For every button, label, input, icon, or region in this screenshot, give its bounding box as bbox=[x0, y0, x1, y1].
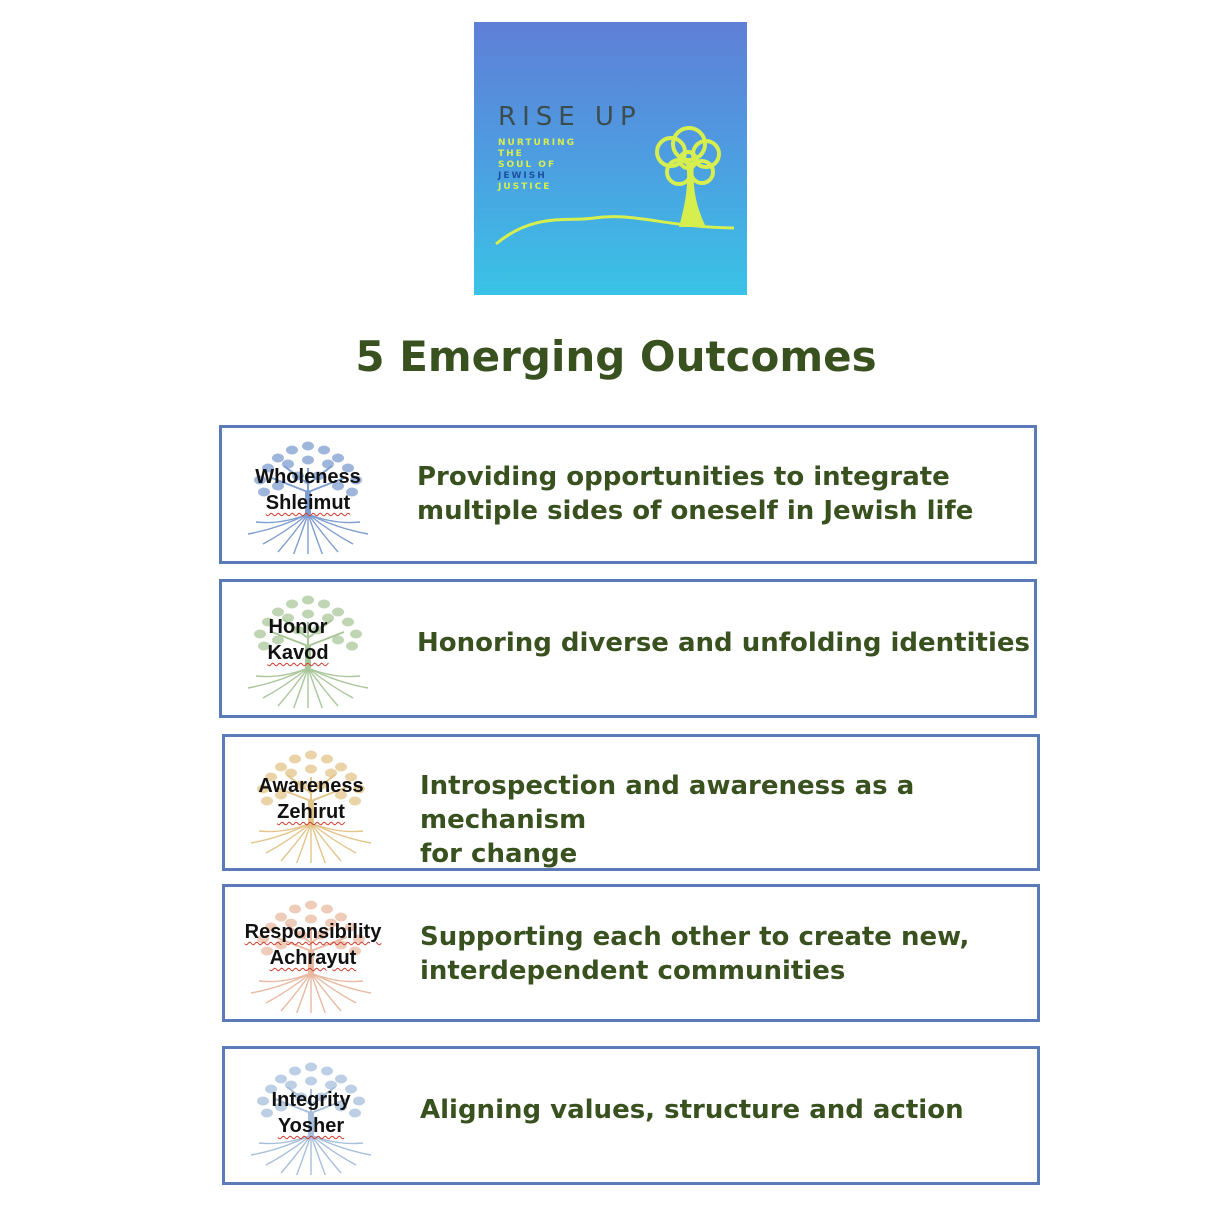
tree-roots-icon bbox=[231, 1053, 391, 1179]
tree-roots-icon bbox=[228, 586, 388, 712]
outcome-description: Providing opportunities to integrate mul… bbox=[417, 462, 974, 526]
value-english: Responsibility bbox=[244, 921, 382, 943]
tree-logo-icon bbox=[495, 126, 735, 246]
cover-subtitle: NURTURING THE SOUL OF JEWISH JUSTICE bbox=[498, 138, 577, 192]
value-hebrew: Zehirut bbox=[277, 801, 345, 823]
tree-roots-icon bbox=[231, 891, 391, 1017]
value-hebrew: Kavod bbox=[267, 642, 329, 664]
rise-up-cover-image: RISE UP NURTURING THE SOUL OF JEWISH JUS… bbox=[474, 22, 747, 295]
tree-roots-icon bbox=[228, 432, 388, 558]
value-hebrew: Achrayut bbox=[269, 947, 357, 969]
value-english: Awareness bbox=[258, 775, 364, 797]
outcome-description: Introspection and awareness as a mechani… bbox=[420, 771, 915, 869]
outcome-description: Supporting each other to create new, int… bbox=[420, 922, 970, 986]
value-english: Honor bbox=[268, 616, 328, 638]
outcome-description: Aligning values, structure and action bbox=[420, 1095, 964, 1125]
value-english: Integrity bbox=[271, 1089, 351, 1111]
value-hebrew: Yosher bbox=[277, 1115, 345, 1137]
tree-roots-icon bbox=[231, 741, 391, 867]
outcome-description: Honoring diverse and unfolding identitie… bbox=[417, 628, 1030, 658]
page-title: 5 Emerging Outcomes bbox=[355, 332, 877, 381]
value-english: Wholeness bbox=[255, 466, 361, 488]
value-hebrew: Shleimut bbox=[265, 492, 351, 514]
cover-title: RISE UP bbox=[498, 102, 642, 132]
